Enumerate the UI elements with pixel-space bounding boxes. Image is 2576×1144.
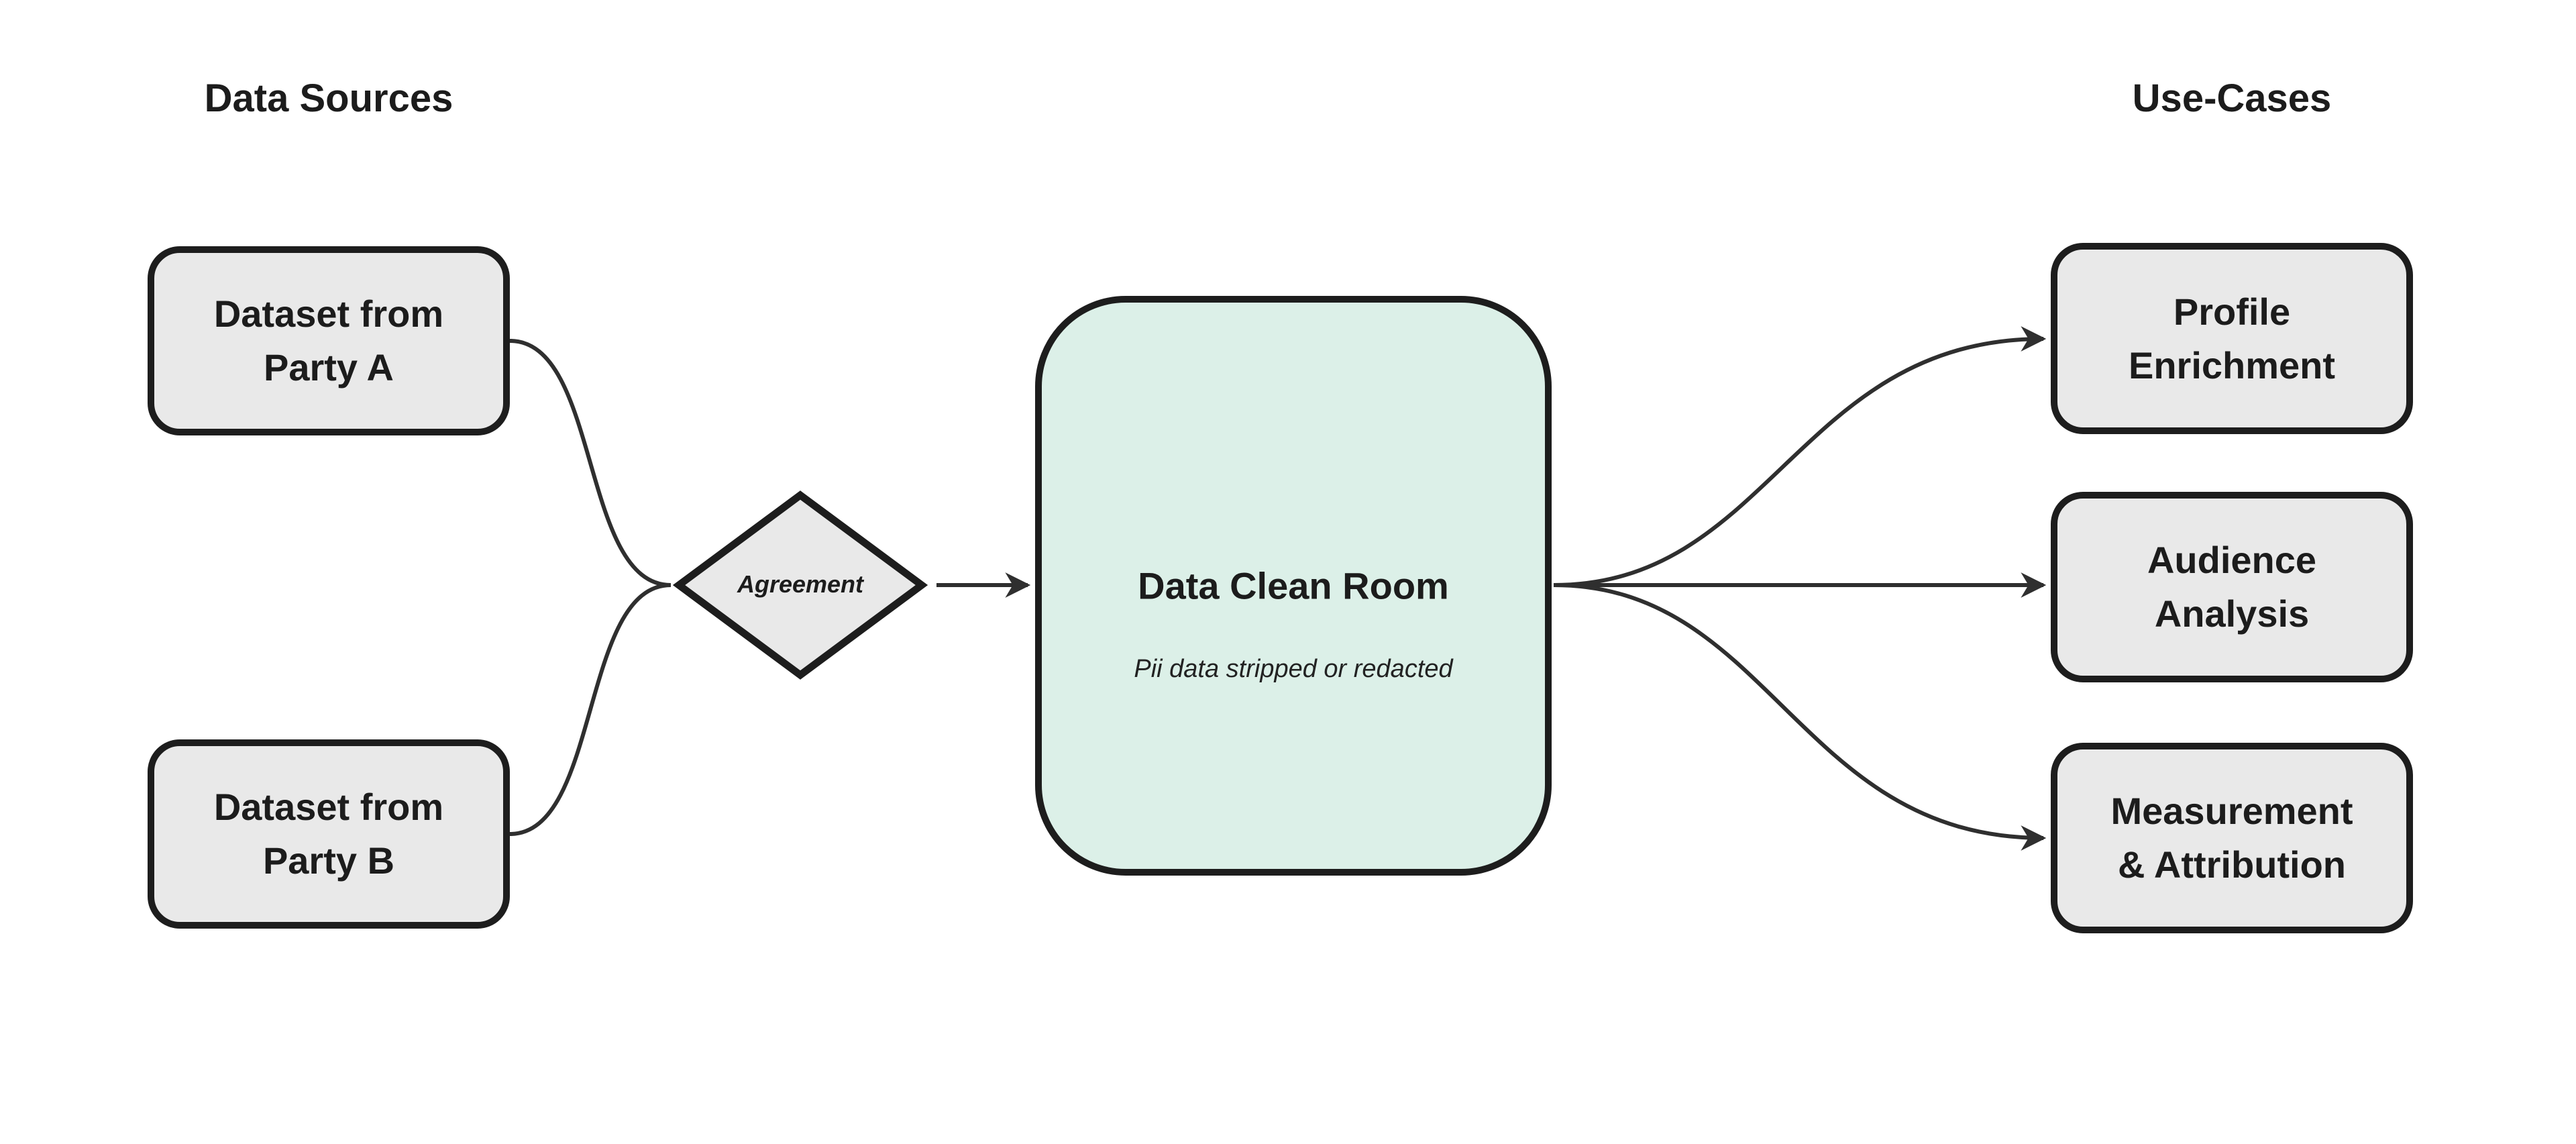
clean-room-title: Data Clean Room xyxy=(1138,564,1449,607)
node-dataset-party-b: Dataset from Party B xyxy=(148,739,510,929)
node-profile-enrichment: Profile Enrichment xyxy=(2051,243,2413,434)
connector-party-a-to-agreement xyxy=(509,339,672,587)
connector-clean-room-to-profile xyxy=(1553,326,2047,587)
agreement-label: Agreement xyxy=(737,570,864,599)
node-data-clean-room: Data Clean Room Pii data stripped or red… xyxy=(1035,296,1552,876)
use-cases-header: Use-Cases xyxy=(2132,76,2332,120)
agreement-diamond-shape xyxy=(673,490,928,680)
node-agreement-diamond: Agreement xyxy=(673,489,928,681)
node-dataset-party-a: Dataset from Party A xyxy=(148,246,510,435)
connector-clean-room-to-measurement xyxy=(1553,583,2047,851)
connector-party-b-to-agreement xyxy=(509,583,672,836)
node-audience-analysis: Audience Analysis xyxy=(2051,492,2413,682)
node-measurement-attribution: Measurement & Attribution xyxy=(2051,743,2413,933)
clean-room-subtitle: Pii data stripped or redacted xyxy=(1134,655,1453,683)
data-sources-header: Data Sources xyxy=(204,76,453,120)
